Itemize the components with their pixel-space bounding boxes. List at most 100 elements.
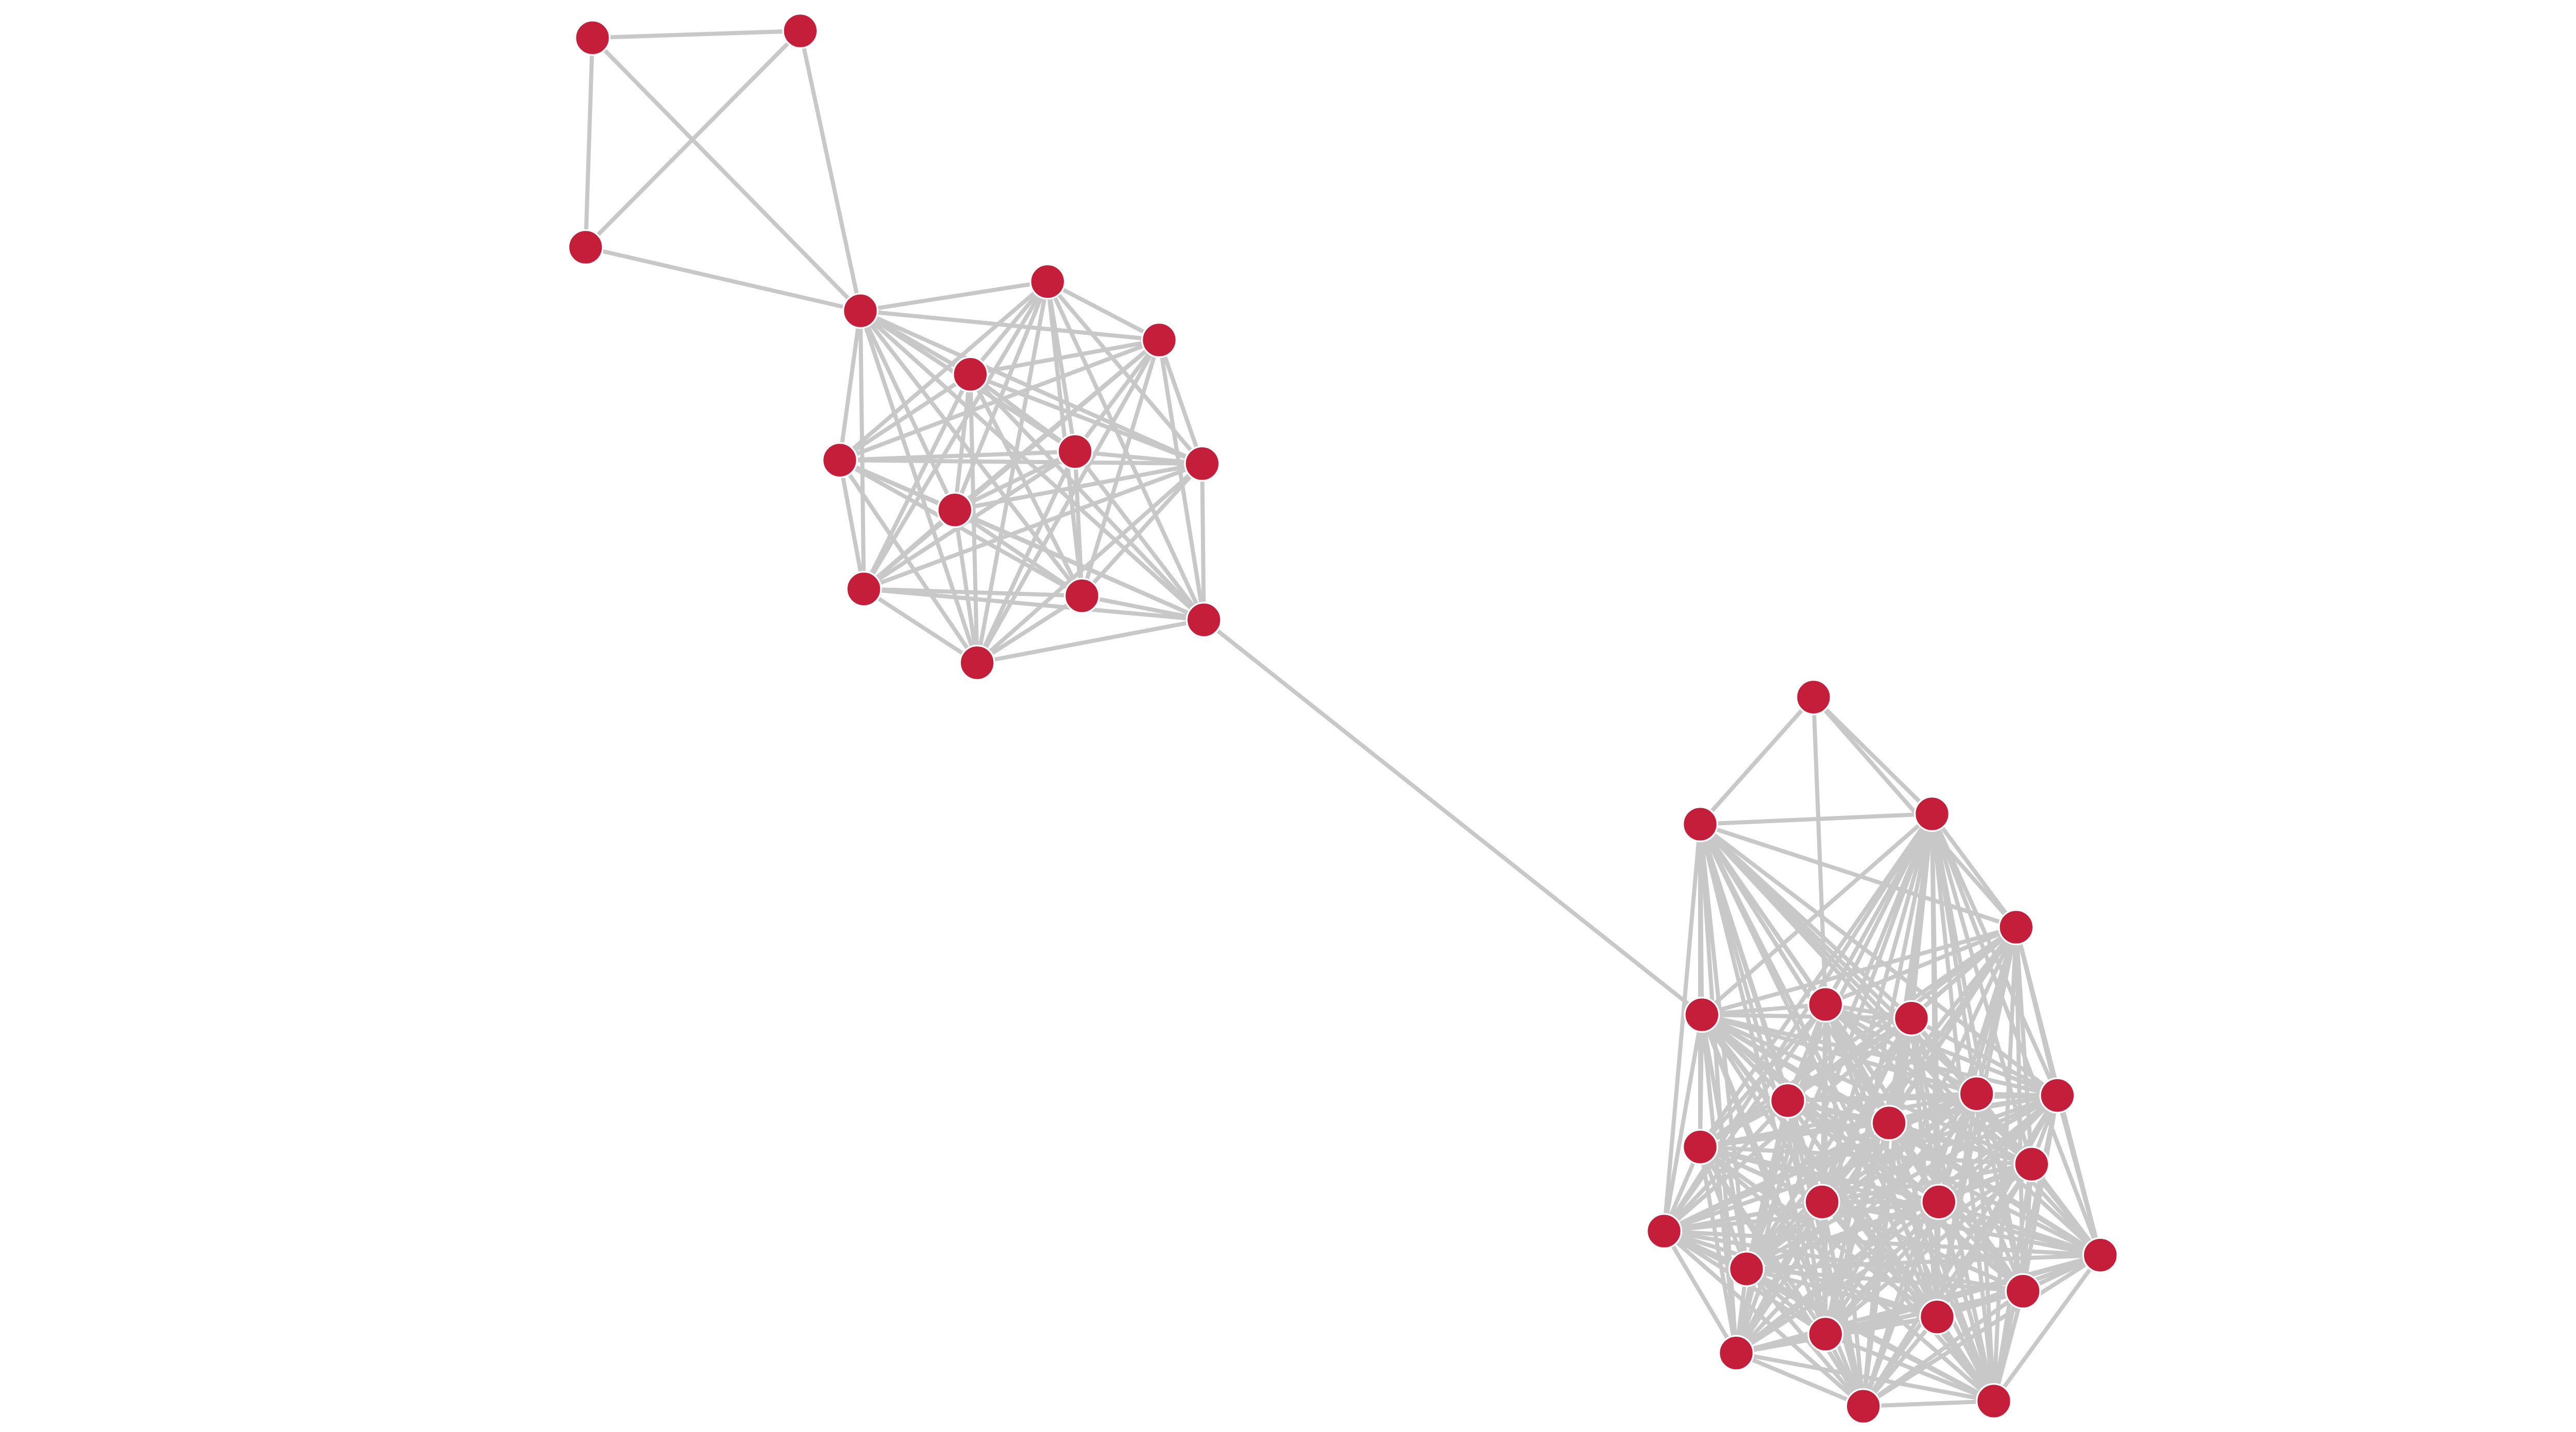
edge-c22-c23: [1863, 1399, 1994, 1408]
node-b2[interactable]: [1141, 322, 1177, 358]
edge-c6-c15: [1663, 1016, 1913, 1233]
node-c10[interactable]: [1871, 1105, 1907, 1141]
edge-c6-c22: [1861, 1018, 1913, 1407]
edge-c19-c23: [1824, 1332, 1995, 1403]
edge-c13-c22: [1820, 1201, 1866, 1407]
edge-c11-c23: [1699, 1145, 1995, 1403]
edge-c15-c18: [1664, 1229, 2024, 1293]
edge-c17-c22: [1862, 1253, 2102, 1408]
node-b7[interactable]: [937, 492, 973, 528]
node-c18[interactable]: [2005, 1273, 2041, 1309]
edge-b9-b11: [976, 594, 1083, 665]
edge-b5-b6: [1075, 449, 1202, 466]
node-c17[interactable]: [2082, 1237, 2119, 1273]
edge-b10-c4: [1202, 618, 1703, 1017]
node-b4[interactable]: [822, 442, 858, 479]
node-c19[interactable]: [1807, 1316, 1844, 1352]
edge-c10-c12: [1888, 1121, 2032, 1166]
edge-b8-b11: [862, 587, 978, 665]
node-b10[interactable]: [1185, 602, 1222, 638]
edge-b2-b11: [975, 339, 1161, 664]
node-a0[interactable]: [574, 20, 611, 56]
node-c22[interactable]: [1845, 1388, 1882, 1424]
edge-b3-b4: [838, 372, 972, 462]
node-c8[interactable]: [1958, 1076, 1995, 1112]
edge-c5-c12: [1824, 1002, 2033, 1166]
edge-c15-c21: [1662, 1230, 1738, 1354]
edge-c1-c2: [1700, 812, 1933, 826]
edge-b8-b9: [863, 587, 1082, 598]
edge-b1-b2: [1046, 280, 1160, 342]
node-c2[interactable]: [1914, 796, 1950, 832]
edge-c7-c21: [1734, 1100, 1790, 1354]
edge-b10-b11: [976, 618, 1205, 665]
edge-b3-b6: [969, 372, 1203, 466]
node-b9[interactable]: [1064, 577, 1100, 614]
edge-c1-c15: [1662, 824, 1702, 1232]
edge-c21-c23: [1736, 1351, 1994, 1403]
node-c6[interactable]: [1893, 1000, 1929, 1036]
node-b1[interactable]: [1029, 263, 1066, 300]
edge-c6-c9: [1910, 1016, 2059, 1098]
edge-b3-b7: [953, 374, 973, 510]
node-c15[interactable]: [1646, 1213, 1682, 1249]
edge-b9-b10: [1081, 593, 1205, 622]
edge-c2-c4: [1700, 812, 1934, 1017]
edge-c0-c5: [1811, 697, 1828, 1005]
node-c14[interactable]: [1921, 1184, 1957, 1220]
edge-b8-b10: [863, 587, 1205, 622]
edge-c17-c21: [1735, 1253, 2101, 1355]
edge-b1-b3: [969, 280, 1049, 376]
node-a1[interactable]: [782, 13, 819, 49]
node-c7[interactable]: [1770, 1082, 1806, 1119]
edge-b6-b10: [1200, 463, 1206, 620]
edge-b1-b4: [838, 280, 1049, 462]
node-c3[interactable]: [1998, 909, 2035, 945]
node-c20[interactable]: [1919, 1299, 1955, 1335]
edge-c18-c23: [1992, 1290, 2025, 1402]
edge-c9-c17: [2055, 1095, 2103, 1256]
node-c12[interactable]: [2013, 1146, 2050, 1182]
edge-b6-b8: [863, 462, 1203, 591]
edge-c20-c22: [1861, 1316, 1939, 1408]
edge-b0-b1: [860, 279, 1048, 313]
edge-b0-b11: [858, 310, 979, 663]
edge-c14-c16: [1745, 1200, 1940, 1271]
edge-a0-a2: [583, 38, 595, 248]
node-b0[interactable]: [842, 293, 878, 329]
nodes-layer: [567, 13, 2119, 1424]
node-c11[interactable]: [1682, 1129, 1718, 1165]
edge-b7-b8: [862, 508, 956, 591]
edge-c10-c11: [1700, 1121, 1890, 1149]
edge-c6-c11: [1699, 1016, 1913, 1149]
edge-c10-c15: [1663, 1121, 1890, 1233]
edge-c2-c12: [1930, 813, 2034, 1165]
node-b3[interactable]: [952, 356, 989, 393]
node-c4[interactable]: [1684, 997, 1720, 1033]
edge-c11-c16: [1698, 1146, 1749, 1270]
edge-c2-c20: [1930, 813, 1939, 1317]
node-b8[interactable]: [845, 571, 882, 607]
node-b5[interactable]: [1057, 433, 1093, 470]
edge-c18-c22: [1862, 1289, 2025, 1408]
edge-b4-b8: [838, 459, 866, 590]
node-c16[interactable]: [1728, 1251, 1765, 1287]
node-c21[interactable]: [1718, 1335, 1754, 1371]
node-c5[interactable]: [1807, 986, 1844, 1022]
node-c1[interactable]: [1682, 806, 1718, 842]
edge-c2-c11: [1698, 812, 1934, 1148]
edge-c5-c11: [1698, 1003, 1827, 1149]
node-a2[interactable]: [567, 229, 604, 265]
edge-b2-b3: [970, 338, 1160, 377]
node-c13[interactable]: [1804, 1184, 1840, 1220]
edge-a1-a2: [584, 29, 802, 249]
edge-b2-b6: [1157, 339, 1205, 465]
node-c9[interactable]: [2039, 1077, 2076, 1114]
node-b6[interactable]: [1184, 446, 1221, 482]
node-b11[interactable]: [959, 644, 995, 681]
node-c0[interactable]: [1795, 679, 1832, 715]
node-c23[interactable]: [1976, 1383, 2012, 1419]
edge-a1-b0: [798, 30, 862, 312]
edge-c12-c17: [2030, 1163, 2102, 1257]
